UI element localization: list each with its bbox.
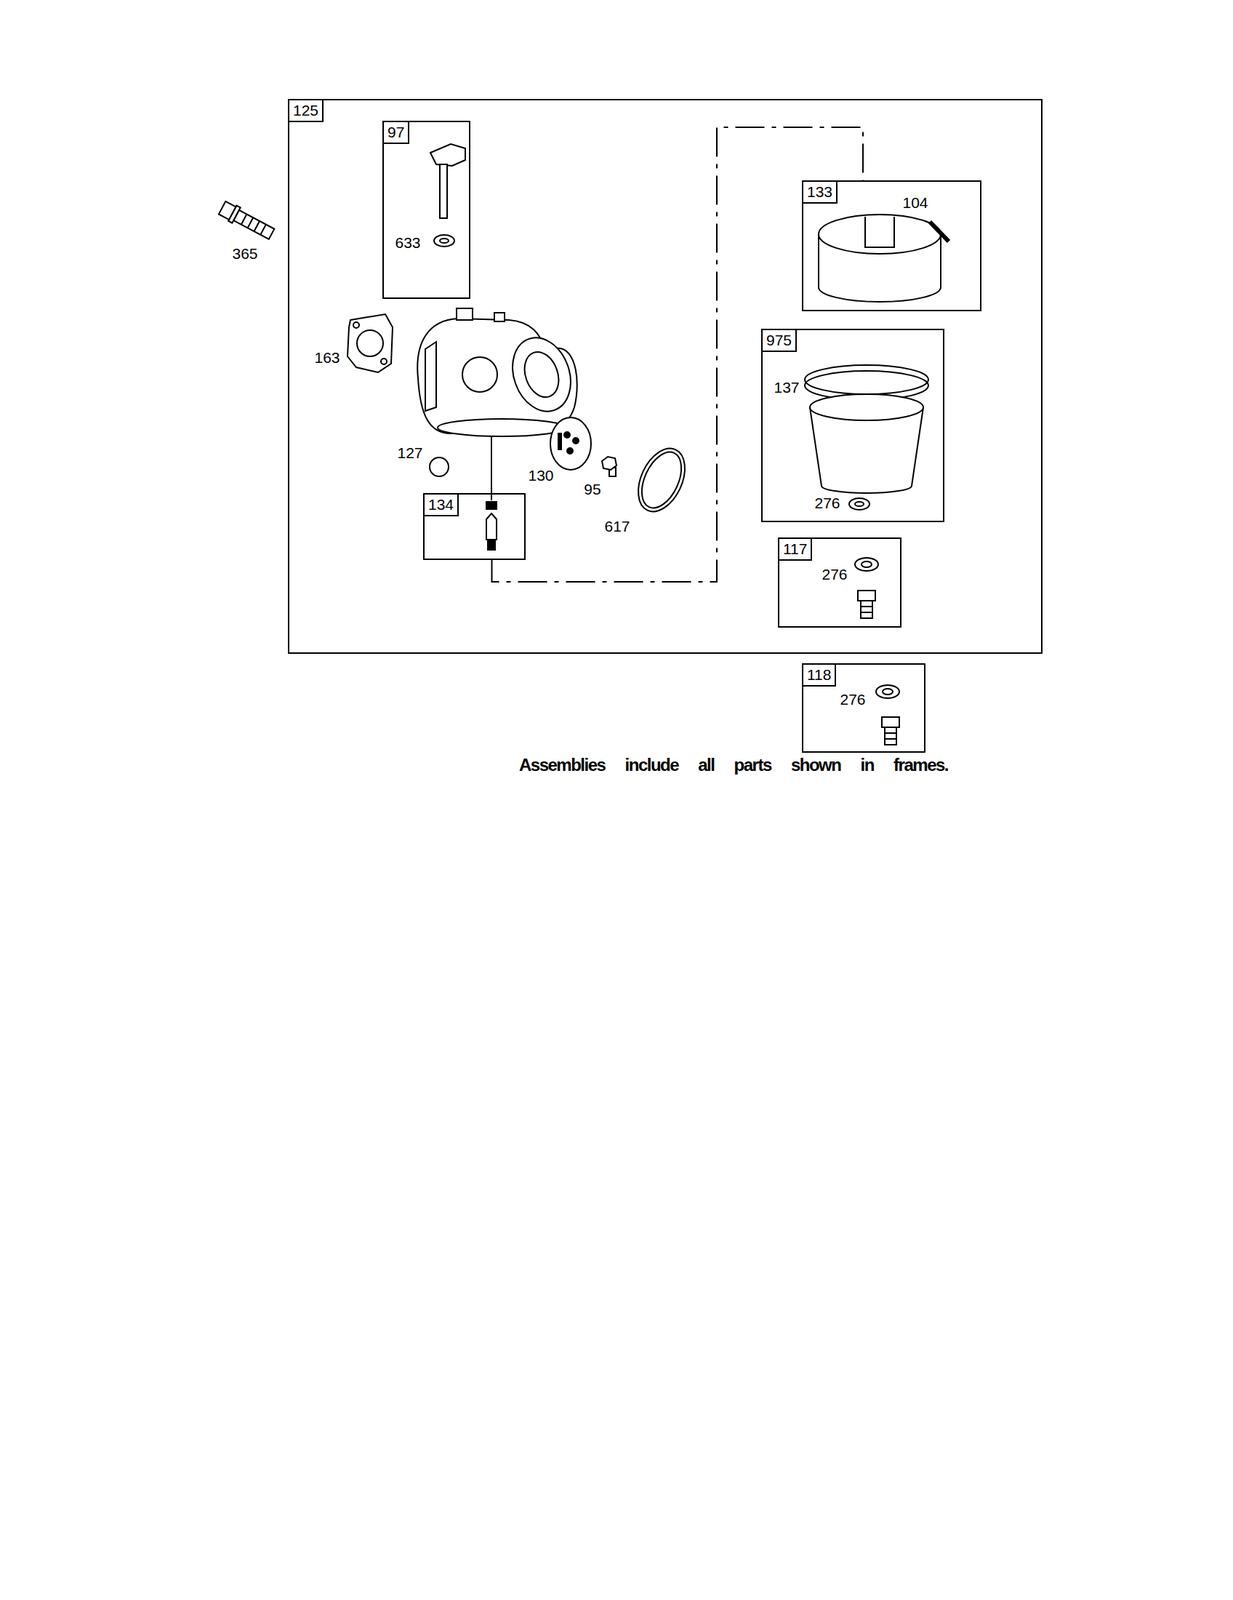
washer-hole — [882, 688, 893, 695]
carburetor-throat — [462, 356, 498, 392]
screw-thread — [860, 605, 873, 608]
needle-seat — [486, 501, 497, 509]
assembly-frame: 97 633 — [382, 120, 471, 299]
washer — [434, 234, 455, 247]
washer-hole — [439, 238, 449, 243]
throttle-lever — [430, 143, 466, 166]
illustration-group — [218, 143, 949, 745]
assembly-frame: 125 163 127 130 95 617 97 633 133 104 975 137 276 134… — [287, 98, 1043, 654]
callout-number: 104 — [902, 194, 928, 212]
callout-number: 617 — [604, 517, 630, 536]
washer — [849, 497, 870, 510]
gasket-hole — [356, 330, 384, 357]
carburetor-fitting — [494, 312, 505, 322]
assembly-frame: 117 276 — [777, 537, 902, 628]
washer — [854, 557, 879, 571]
bowl-gasket — [804, 364, 929, 395]
washer — [876, 684, 900, 698]
screw-thread — [860, 600, 873, 618]
callout-number: 276 — [821, 565, 847, 584]
dash-dot-connector — [492, 127, 864, 582]
bolt-thread — [253, 221, 260, 232]
bolt-thread — [241, 214, 248, 225]
assembly-number: 134 — [424, 494, 459, 517]
assembly-number: 97 — [383, 122, 410, 144]
gasket — [347, 314, 393, 373]
gasket-bolt-hole — [353, 322, 360, 328]
carburetor-fitting — [456, 308, 473, 320]
assembly-number: 117 — [779, 538, 813, 561]
callout-number: 276 — [839, 690, 866, 709]
bolt-thread — [247, 217, 254, 228]
screw-head — [601, 456, 617, 470]
bolt-thread — [260, 224, 267, 235]
callout-number: 95 — [583, 480, 601, 498]
callout-number: 127 — [396, 444, 423, 462]
assembly-frame: 133 104 — [801, 180, 982, 312]
caption: Assemblies include all parts shown in fr… — [519, 754, 949, 775]
carburetor-flange — [503, 329, 581, 420]
assembly-frame: 118276 — [801, 663, 926, 753]
washer-hole — [854, 501, 864, 506]
disc-hole — [564, 431, 570, 438]
callout-number: 365 — [231, 245, 258, 263]
screw-thread — [884, 732, 897, 734]
inlet-needle — [486, 513, 497, 540]
leader-line — [490, 436, 493, 501]
screw-thread — [884, 727, 897, 745]
float-top — [818, 214, 941, 254]
assembly-frame: 975 137 276 — [761, 328, 945, 522]
callout-number: 130 — [527, 466, 554, 485]
assembly-number: 118 — [803, 664, 837, 687]
needle-spring — [487, 540, 496, 550]
float-pin — [929, 221, 949, 242]
screw-thread — [884, 737, 897, 740]
assembly-number: 133 — [803, 181, 838, 204]
assembly-frame: 134 — [423, 492, 526, 560]
float-bowl-rim — [809, 394, 924, 421]
washer-hole — [861, 561, 872, 568]
diaphragm-disc — [550, 417, 592, 470]
screw-head — [857, 590, 876, 601]
disc-slot — [558, 433, 562, 450]
screw-thread — [860, 611, 873, 613]
callout-number: 633 — [394, 234, 421, 252]
welch-plug — [429, 457, 449, 477]
gasket-bolt-hole — [380, 358, 387, 365]
o-ring-inner — [633, 445, 690, 514]
callout-number: 137 — [773, 378, 799, 397]
carburetor-rib — [425, 341, 437, 411]
throttle-shaft — [439, 164, 448, 219]
bolt-head — [218, 201, 237, 220]
assembly-number: 125 — [289, 100, 324, 123]
carburetor-body — [417, 318, 578, 434]
bolt — [218, 199, 276, 242]
o-ring — [628, 440, 695, 519]
screw-head — [881, 716, 900, 728]
carburetor-bowl-seat — [437, 418, 566, 437]
bolt-shank — [233, 210, 275, 240]
callout-number: 163 — [314, 348, 340, 367]
disc-hole — [567, 447, 573, 454]
float-slot — [865, 216, 895, 248]
callout-number: 276 — [814, 494, 840, 512]
carburetor-bore — [518, 346, 565, 402]
disc-hole — [572, 437, 579, 444]
assembly-number: 975 — [762, 330, 797, 352]
